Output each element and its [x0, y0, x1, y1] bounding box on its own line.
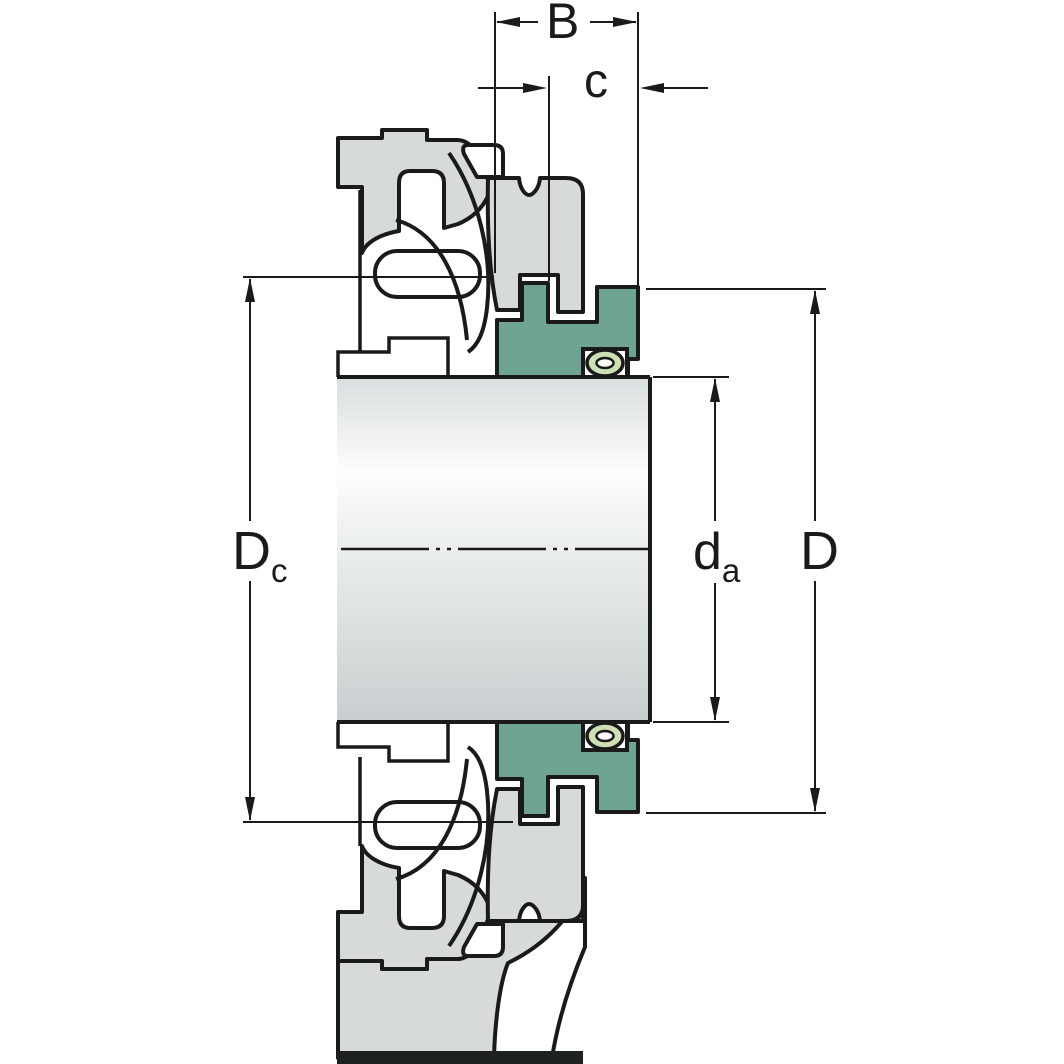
cage-contour-top	[395, 218, 469, 341]
cage-contour-bottom	[395, 758, 469, 881]
arrow-b-left	[496, 17, 520, 27]
arrow-da-bottom	[710, 697, 720, 721]
cage-bar-top	[373, 249, 482, 299]
arrow-dc-bottom	[245, 797, 255, 821]
seal-top	[461, 143, 505, 179]
arrow-d-bottom	[810, 788, 820, 812]
arrow-d-top	[810, 290, 820, 314]
set-screw-core-top	[595, 356, 615, 370]
inner-ring-step-top	[336, 336, 450, 377]
arrow-b-right	[613, 17, 637, 27]
housing-flange-edge	[550, 878, 587, 1059]
arrow-c-left	[523, 83, 547, 93]
dimension-label-da-main: d	[693, 523, 722, 581]
dimension-label-dc-main: D	[232, 521, 271, 581]
set-screw-core-bottom	[595, 729, 615, 743]
outer-ring-bottom	[485, 785, 585, 923]
dimension-label-da-sub: a	[721, 552, 741, 589]
dimension-arrowheads	[245, 17, 820, 821]
dimension-label-d: D	[800, 521, 839, 581]
dimension-label-c: c	[584, 55, 608, 108]
ball-contour-bottom	[447, 745, 491, 948]
base-plate	[337, 1051, 583, 1064]
dimension-label-dc-sub: c	[271, 552, 288, 589]
cage-bar-bottom	[373, 800, 482, 850]
outer-ring-top	[485, 176, 585, 314]
arrow-da-top	[710, 378, 720, 402]
inner-ring-step-bottom	[336, 722, 450, 763]
dimension-label-da: da	[693, 523, 740, 587]
dimension-label-b: B	[546, 0, 580, 49]
ball-contour-top	[447, 151, 491, 354]
dimension-label-dc: Dc	[232, 521, 288, 587]
seal-bottom	[461, 922, 505, 958]
arrow-c-right	[640, 83, 664, 93]
arrow-dc-top	[245, 278, 255, 302]
